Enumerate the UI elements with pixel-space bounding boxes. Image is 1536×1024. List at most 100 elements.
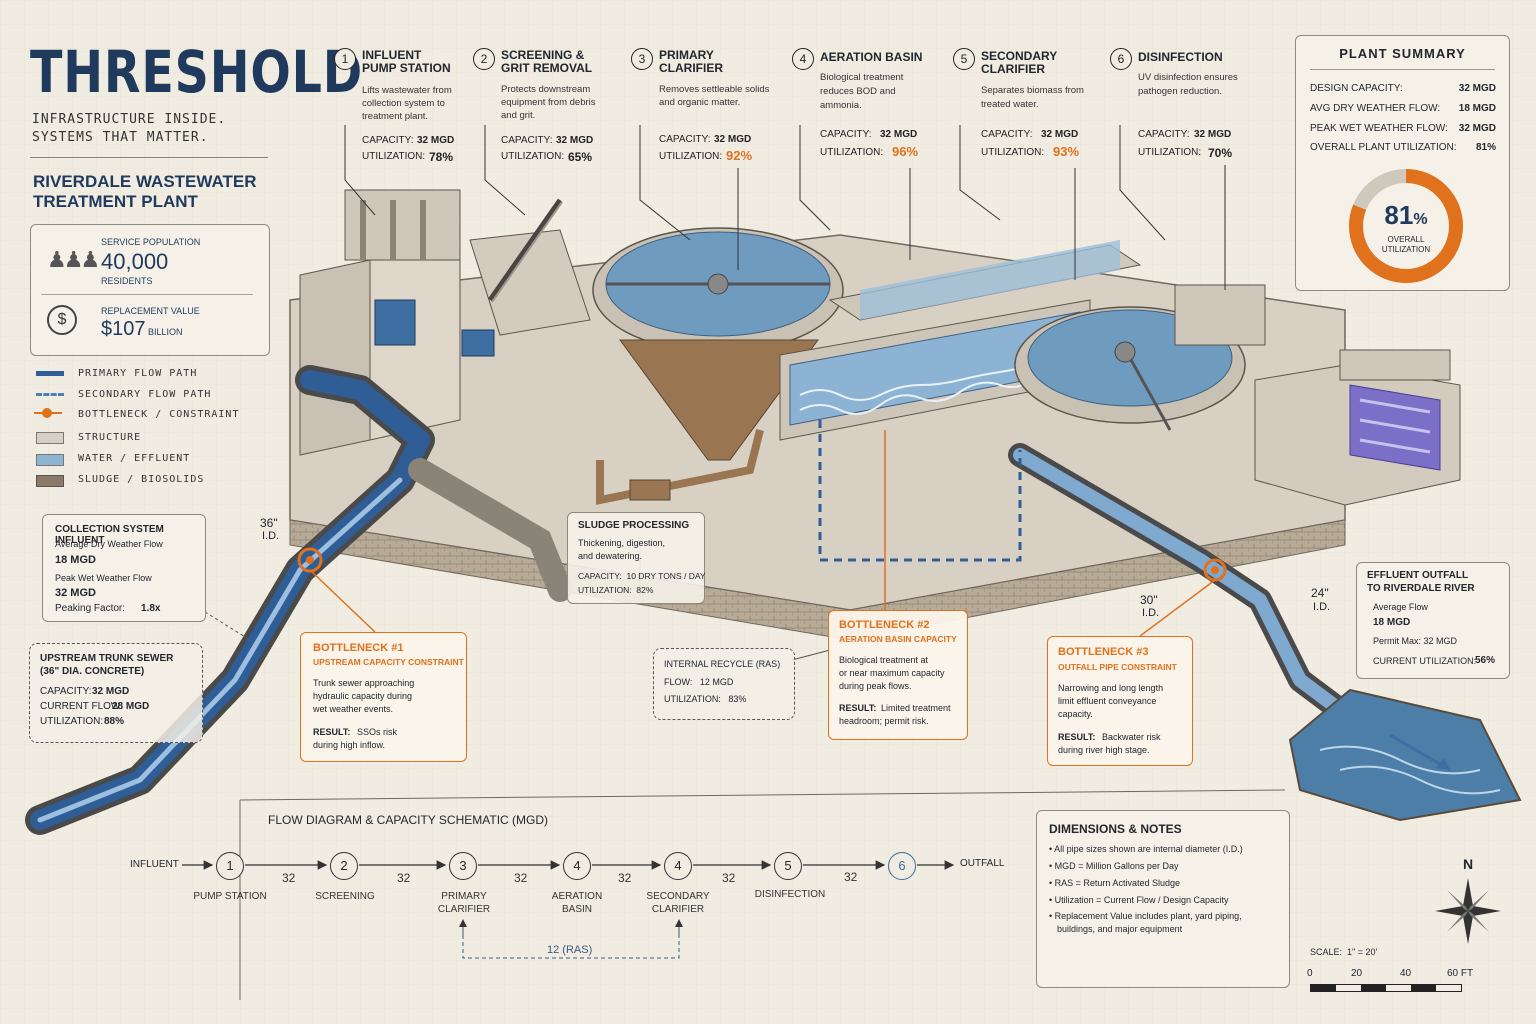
bottleneck-1-result-label: RESULT: (313, 727, 351, 737)
trunk-row-1-value: 32 MGD (92, 686, 130, 697)
scale-bar (1310, 984, 1462, 992)
compass-north-label: N (1463, 856, 1474, 872)
flow-ras-label: 12 (RAS) (547, 944, 593, 956)
step-6-number: 6 (1110, 48, 1132, 70)
effluent-outfall-card: EFFLUENT OUTFALL TO RIVERDALE RIVER Aver… (1356, 562, 1510, 679)
note-1: • All pipe sizes shown are internal diam… (1049, 844, 1243, 854)
flow-node-2: 2 (330, 852, 358, 880)
bottleneck-2-desc-1: Biological treatment at (839, 655, 929, 665)
trunk-row-2-value: 28 MGD (112, 701, 150, 712)
step-3-title-1: PRIMARY (659, 48, 714, 62)
people-icon: ♟♟♟ (47, 247, 100, 272)
step-6-capacity: 32 MGD (1194, 129, 1232, 140)
bottleneck-3-subtitle: OUTFALL PIPE CONSTRAINT (1058, 662, 1177, 672)
step-6-desc-1: UV disinfection ensures (1138, 72, 1238, 83)
outfall-title-1: EFFLUENT OUTFALL (1367, 570, 1469, 581)
step-4-title-1: AERATION BASIN (820, 50, 923, 64)
ras-flow: FLOW: 12 MGD (664, 677, 734, 687)
trunk-row-2-label: CURRENT FLOW: (40, 701, 123, 712)
bottleneck-1-card: BOTTLENECK #1 UPSTREAM CAPACITY CONSTRAI… (300, 632, 467, 762)
brand-divider (30, 157, 268, 158)
step-5-title-1: SECONDARY (981, 49, 1058, 63)
bottleneck-1-subtitle: UPSTREAM CAPACITY CONSTRAINT (313, 657, 464, 667)
collection-value-2: 32 MGD (55, 587, 96, 599)
brand-tagline-2: SYSTEMS THAT MATTER. (32, 130, 209, 145)
legend-secondary-flow: SECONDARY FLOW PATH (78, 389, 212, 400)
step-1-util-label: UTILIZATION: (362, 151, 426, 162)
summary-title: PLANT SUMMARY (1339, 46, 1466, 61)
step-4-capacity-label: CAPACITY: (820, 129, 872, 140)
flow-link-5: 32 (722, 871, 736, 885)
summary-row-3-value: 32 MGD (1458, 123, 1496, 134)
summary-row-1-label: DESIGN CAPACITY: (1310, 83, 1403, 94)
note-4: • Utilization = Current Flow / Design Ca… (1049, 895, 1229, 905)
step-4-capacity: 32 MGD (880, 129, 918, 140)
population-unit: RESIDENTS (101, 276, 153, 286)
scale-tick-0: 0 (1307, 968, 1313, 979)
step-2-desc-3: and grit. (501, 110, 536, 121)
legend-swatch-secondary (36, 393, 64, 396)
step-1-capacity-label: CAPACITY: (362, 135, 414, 146)
bottleneck-1-desc-2: hydraulic capacity during (313, 691, 413, 701)
bottleneck-2-card: BOTTLENECK #2 AERATION BASIN CAPACITY Bi… (828, 610, 968, 740)
note-3-text: RAS = Return Activated Sludge (1054, 878, 1180, 888)
scale-tick-40: 40 (1400, 968, 1412, 979)
bottleneck-2-subtitle: AERATION BASIN CAPACITY (839, 634, 957, 644)
bottleneck-3-result-label: RESULT: (1058, 732, 1096, 742)
population-label: SERVICE POPULATION (101, 237, 201, 247)
summary-row-4-value: 81% (1475, 142, 1496, 153)
step-5-desc-1: Separates biomass from (981, 85, 1084, 96)
step-3-capacity-label: CAPACITY: (659, 134, 711, 145)
brand-logo: THRESHOLD (30, 38, 364, 106)
ras-util: UTILIZATION: 83% (664, 694, 747, 704)
plant-title-line-1: RIVERDALE WASTEWATER (33, 172, 257, 191)
step-4-util-label: UTILIZATION: (820, 147, 884, 158)
outfall-label-3: CURRENT UTILIZATION: (1373, 656, 1477, 666)
legend-swatch-sludge (36, 475, 64, 487)
bottleneck-3-desc-1: Narrowing and long length (1058, 683, 1164, 693)
flow-start-label: INFLUENT (130, 859, 179, 870)
step-1-util: 78% (429, 150, 454, 164)
flow-label-2: SCREENING (315, 891, 375, 902)
trunk-row-3-value: 88% (104, 716, 125, 727)
step-3-title-2: CLARIFIER (659, 61, 723, 75)
step-5-number: 5 (953, 48, 975, 70)
step-5-title-2: CLARIFIER (981, 62, 1045, 76)
sludge-processing-card: SLUDGE PROCESSING Thickening, digestion,… (567, 512, 706, 604)
step-4-desc-3: ammonia. (820, 100, 862, 111)
notes-card: DIMENSIONS & NOTES • All pipe sizes show… (1036, 810, 1290, 988)
bottleneck-1-result-2: during high inflow. (313, 740, 386, 750)
notes-title: DIMENSIONS & NOTES (1049, 822, 1182, 836)
note-5-cont: buildings, and major equipment (1057, 924, 1183, 934)
outfall-label-2: Permit Max: 32 MGD (1373, 636, 1458, 646)
step-1-title-2: PUMP STATION (362, 61, 451, 75)
flow-link-4: 32 (618, 871, 632, 885)
sludge-title: SLUDGE PROCESSING (578, 520, 690, 531)
step-3-util-label: UTILIZATION: (659, 151, 723, 162)
trunk-row-3-label: UTILIZATION: (40, 716, 104, 727)
flow-node-6: 6 (888, 852, 916, 880)
stats-divider (41, 294, 253, 295)
summary-row-2-label: AVG DRY WEATHER FLOW: (1310, 103, 1441, 114)
step-1-capacity: 32 MGD (417, 135, 455, 146)
legend-primary-flow: PRIMARY FLOW PATH (78, 368, 198, 379)
flow-label-1: PUMP STATION (193, 891, 267, 902)
pipe-size-36-id: I.D. (262, 530, 280, 542)
summary-row-3-label: PEAK WET WEATHER FLOW: (1310, 123, 1448, 134)
gauge-label-1: OVERALL (1387, 235, 1425, 244)
summary-row-1-value: 32 MGD (1458, 83, 1496, 94)
step-6-desc-2: pathogen reduction. (1138, 86, 1222, 97)
flow-label-4a-b: BASIN (561, 904, 592, 915)
bottleneck-2-result-2: headroom; permit risk. (839, 716, 929, 726)
step-2-desc-2: equipment from debris (501, 97, 596, 108)
flow-node-1: 1 (216, 852, 244, 880)
bottleneck-2-result-1: Limited treatment (881, 703, 951, 713)
trunk-title-1: UPSTREAM TRUNK SEWER (40, 653, 174, 664)
legend-swatch-water (36, 454, 64, 466)
brand-tagline-1: INFRASTRUCTURE INSIDE. (32, 112, 227, 127)
plant-summary-card: PLANT SUMMARY DESIGN CAPACITY: 32 MGD AV… (1295, 35, 1510, 291)
flow-label-5: DISINFECTION (754, 889, 826, 900)
pipe-size-24-id: I.D. (1313, 601, 1331, 613)
pipe-size-30-id: I.D. (1142, 607, 1160, 619)
